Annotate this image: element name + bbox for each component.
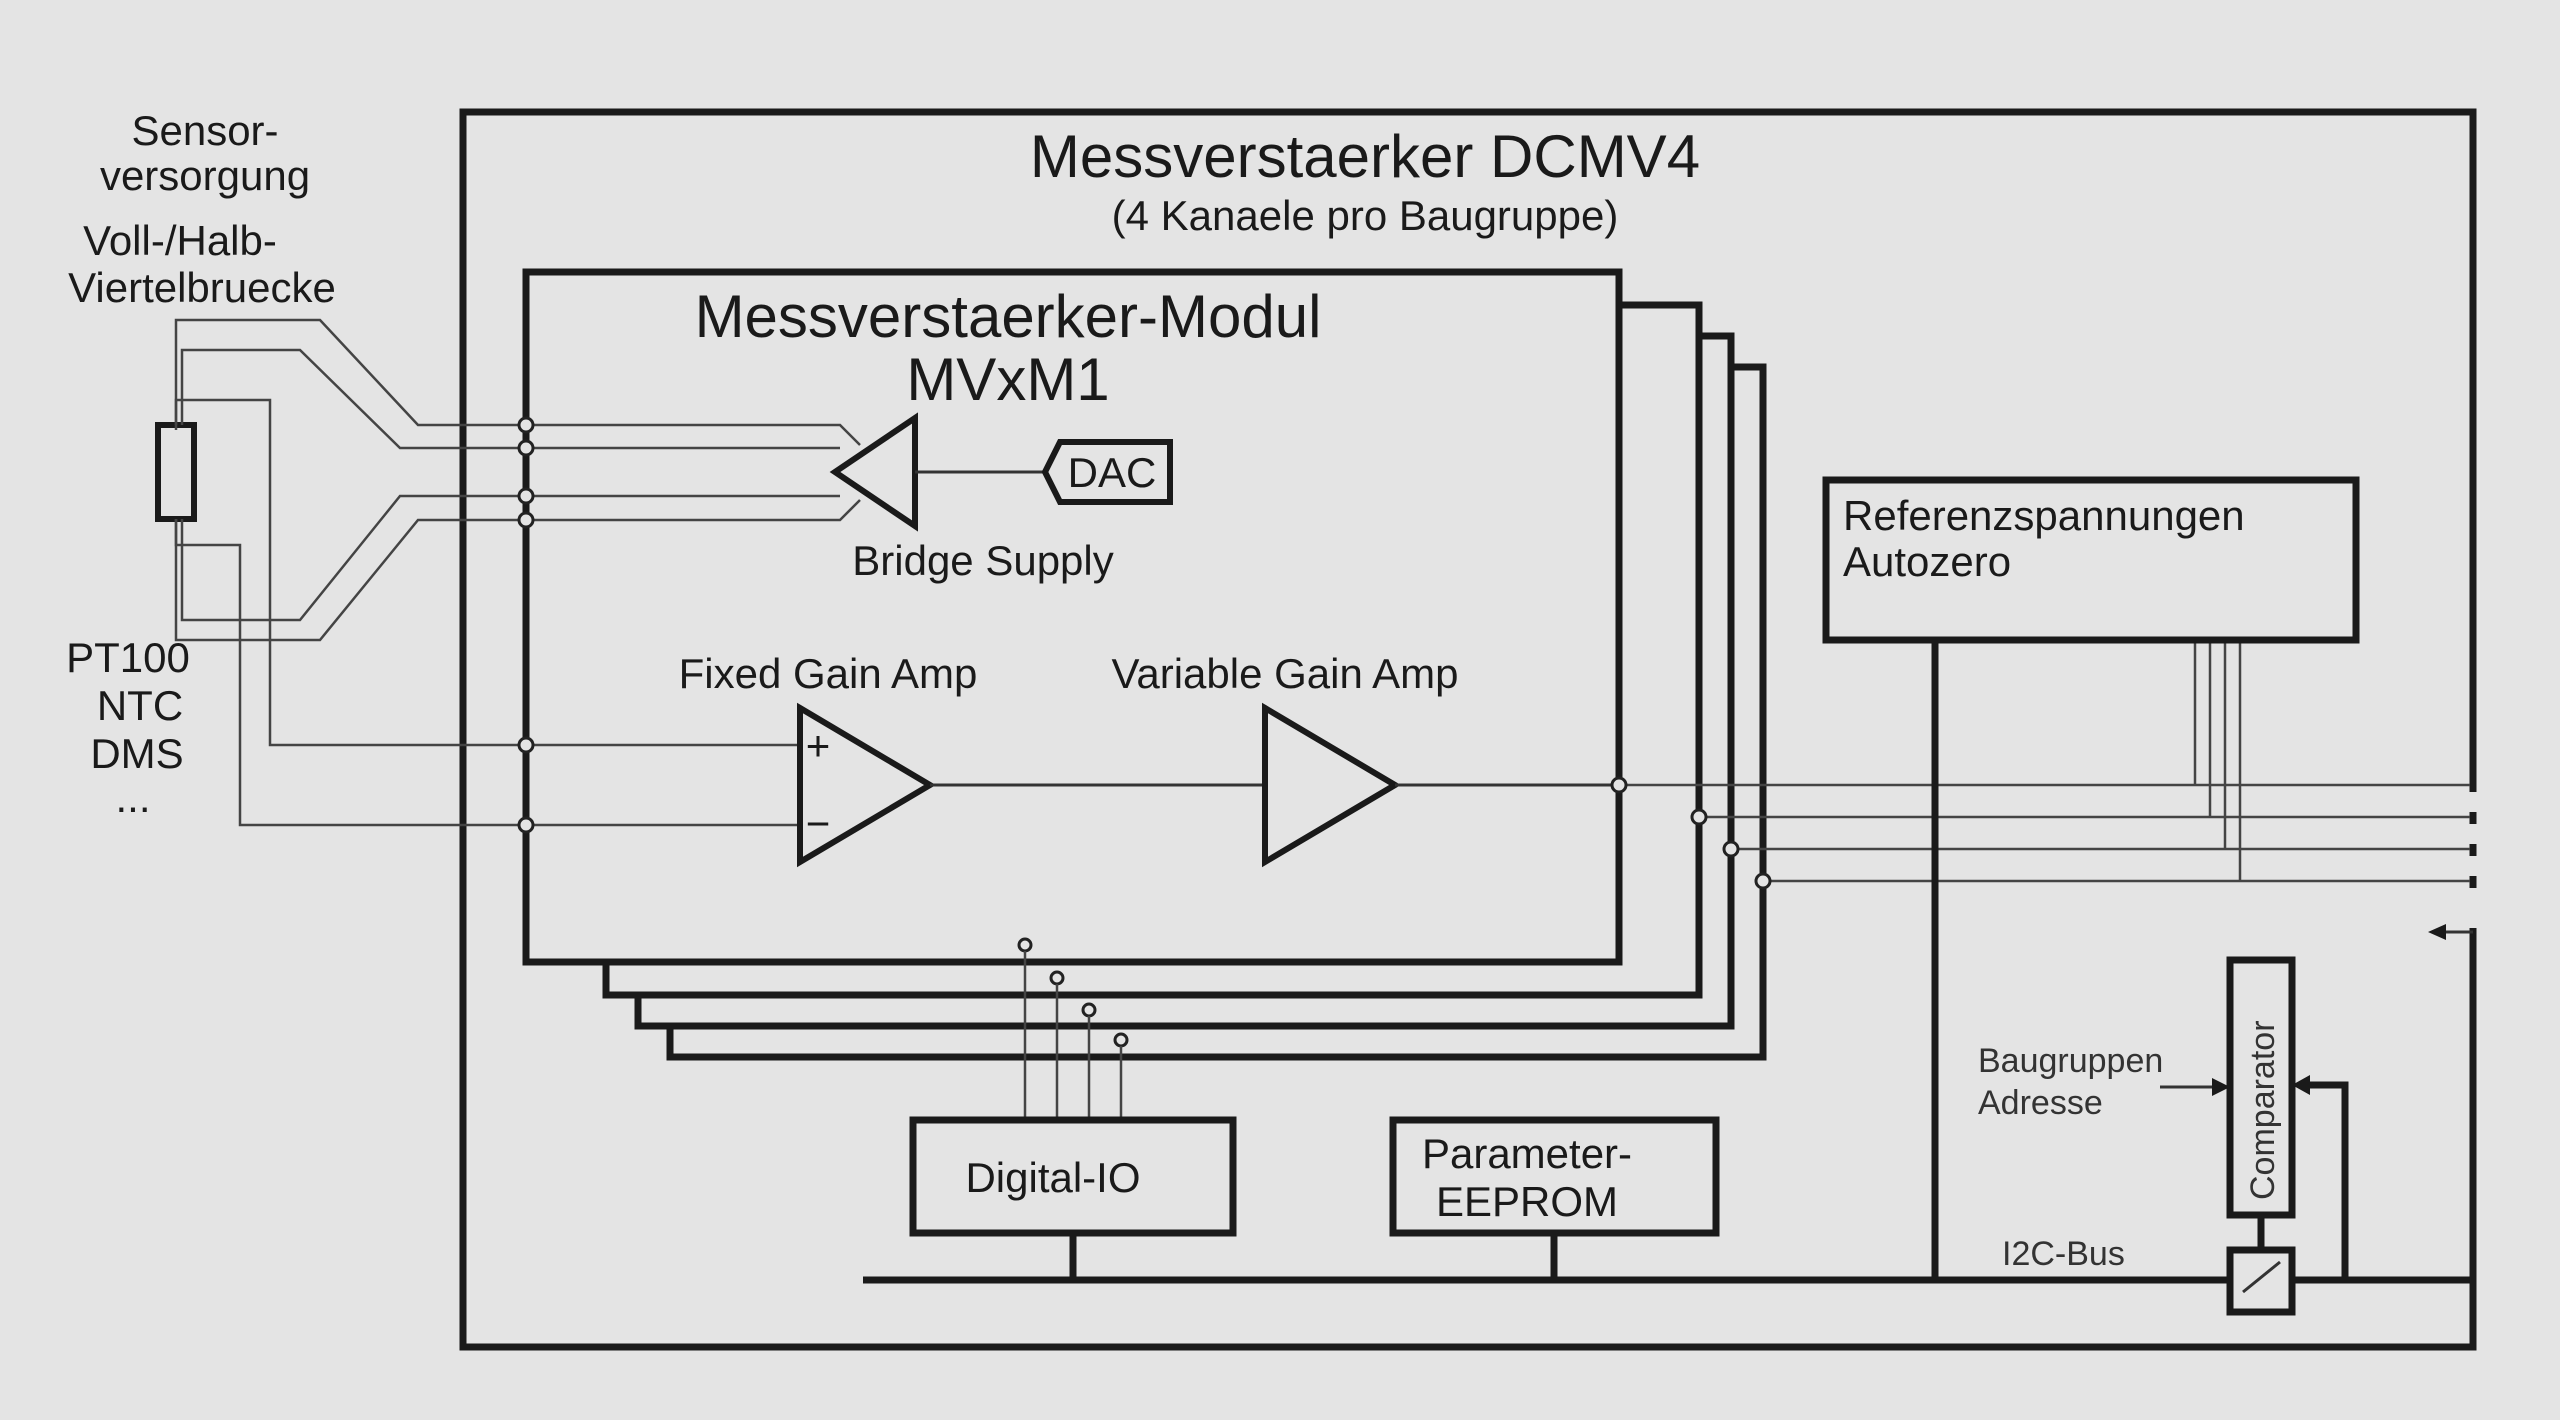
bridge-supply-wires xyxy=(526,423,861,522)
reference-label-1: Referenzspannungen xyxy=(1843,492,2245,539)
digital-io-wires xyxy=(1023,951,1123,1120)
variable-gain-amp-label: Variable Gain Amp xyxy=(1111,650,1458,697)
module-frame-1 xyxy=(522,268,1623,966)
channel-output-wires xyxy=(1619,640,2470,883)
bridge-type-label-2: Viertelbruecke xyxy=(68,264,336,311)
mux-contacts xyxy=(2428,792,2484,940)
switch-icon xyxy=(2242,1260,2281,1294)
amp-minus-label: − xyxy=(806,800,831,847)
sensor-type-dms: DMS xyxy=(90,730,183,777)
digital-io-block xyxy=(909,1116,1237,1237)
sensor-type-ntc: NTC xyxy=(97,682,183,729)
dac-block xyxy=(1041,439,1173,505)
eeprom-label-2: EEPROM xyxy=(1436,1178,1618,1225)
i2c-switch-block xyxy=(2226,1246,2296,1316)
amp-plus-label: + xyxy=(806,722,831,769)
address-label-1: Baugruppen xyxy=(1978,1042,2163,1080)
bridge-type-label-1: Voll-/Halb- xyxy=(83,217,277,264)
variable-gain-amp-icon xyxy=(1262,702,1401,868)
connection-nodes xyxy=(517,416,1772,1048)
sensor-resistor-icon xyxy=(155,422,197,522)
sensor-type-more: ... xyxy=(115,774,150,821)
comparator-block xyxy=(2226,956,2296,1219)
bridge-supply-label: Bridge Supply xyxy=(852,537,1114,584)
module-title-2: MVxM1 xyxy=(906,346,1109,413)
comparator-label: Comparator xyxy=(2244,1020,2282,1200)
dcmv4-subtitle: (4 Kanaele pro Baugruppe) xyxy=(1112,192,1619,239)
address-label-2: Adresse xyxy=(1978,1084,2103,1122)
module-title-1: Messverstaerker-Modul xyxy=(695,283,1322,350)
sensor-supply-label-2: versorgung xyxy=(100,152,310,199)
fixed-gain-amp-icon xyxy=(797,702,936,868)
eeprom-label-1: Parameter- xyxy=(1422,1130,1632,1177)
dac-label: DAC xyxy=(1068,449,1157,496)
eeprom-block xyxy=(1389,1116,1720,1237)
i2c-bus-label: I2C-Bus xyxy=(2002,1235,2125,1273)
sensor-wires xyxy=(174,318,526,827)
reference-voltage-block xyxy=(1822,476,2360,644)
fixed-gain-amp-label: Fixed Gain Amp xyxy=(679,650,978,697)
digital-io-label: Digital-IO xyxy=(965,1154,1140,1201)
reference-label-2: Autozero xyxy=(1843,538,2011,585)
sensor-type-pt100: PT100 xyxy=(66,634,190,681)
dcmv4-title: Messverstaerker DCMV4 xyxy=(1030,123,1700,190)
sensor-supply-label-1: Sensor- xyxy=(131,107,278,154)
